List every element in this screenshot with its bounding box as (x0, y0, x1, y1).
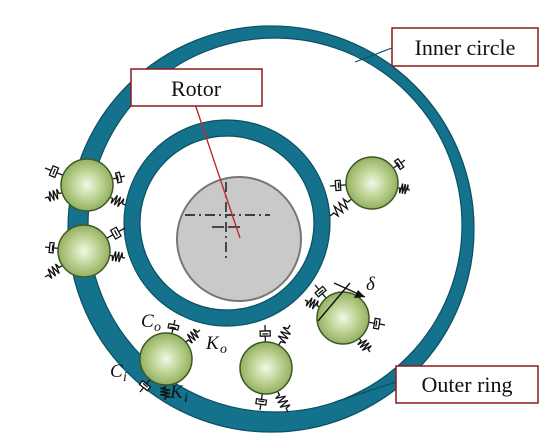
ball-4-inner-damper (314, 284, 327, 299)
ball-5-outer-spring (160, 384, 171, 401)
svg-text:o: o (220, 342, 227, 357)
svg-text:K: K (169, 382, 184, 403)
ball-3-inner-spring (329, 197, 352, 218)
ball-1-outer-damper (44, 165, 64, 179)
svg-text:K: K (205, 333, 220, 354)
symbol-k-outer: K o (205, 333, 227, 357)
ball-5 (139, 332, 193, 386)
symbol-c-inner: C i (110, 361, 127, 385)
ball-6-inner-damper (259, 324, 271, 343)
outer-ring-band (67, 25, 475, 433)
svg-text:i: i (184, 391, 188, 406)
ball-4 (316, 291, 370, 345)
ball-2-inner-spring (109, 251, 126, 263)
ball-2-outer-damper (44, 241, 59, 254)
inner-circle-callout (391, 27, 539, 67)
symbol-k-inner: K i (169, 382, 188, 406)
ball-3-inner-damper (329, 179, 347, 192)
ball-2-outer-spring (44, 263, 63, 279)
spring-damper-links (44, 157, 411, 413)
callout-pointers (334, 47, 397, 403)
ball-6-outer-spring (275, 390, 291, 413)
inner-ring (123, 119, 331, 327)
ball-1-inner-damper (112, 171, 126, 184)
ball-3 (345, 156, 399, 210)
ball-2-inner-damper (106, 226, 126, 240)
delta-label: δ (366, 274, 376, 295)
ball-3-outer-spring (397, 183, 411, 195)
rotor-label: Rotor (171, 76, 222, 101)
ball-4-inner-spring (304, 297, 320, 310)
ball-3-outer-damper (392, 157, 406, 171)
ball-6 (239, 341, 293, 395)
svg-text:C: C (110, 361, 123, 382)
outer-ring-label: Outer ring (421, 372, 512, 397)
ball-1 (60, 158, 114, 212)
rolling-elements (57, 156, 399, 395)
ball-4-outer-spring (357, 337, 372, 353)
ball-1-outer-spring (44, 188, 63, 202)
ball-5-inner-damper (167, 319, 180, 334)
rotor-callout (130, 68, 263, 107)
ball-2 (57, 224, 111, 278)
ball-5-inner-spring (185, 328, 201, 344)
inner-circle-label: Inner circle (415, 35, 516, 60)
ball-4-outer-damper (368, 317, 386, 330)
callout-leaders (194, 103, 241, 239)
ball-5-outer-damper (138, 379, 152, 393)
ball-1-inner-spring (109, 194, 126, 208)
svg-text:C: C (141, 311, 154, 332)
rotor-disk (176, 176, 302, 302)
delta-annotation (317, 282, 366, 322)
rotor-center-marks (185, 182, 270, 262)
svg-text:o: o (154, 320, 161, 335)
ball-6-outer-damper (255, 393, 268, 411)
svg-text:i: i (123, 370, 127, 385)
ball-6-inner-spring (277, 324, 291, 346)
symbol-c-outer: C o (141, 311, 161, 335)
outer-ring-callout (395, 365, 539, 404)
